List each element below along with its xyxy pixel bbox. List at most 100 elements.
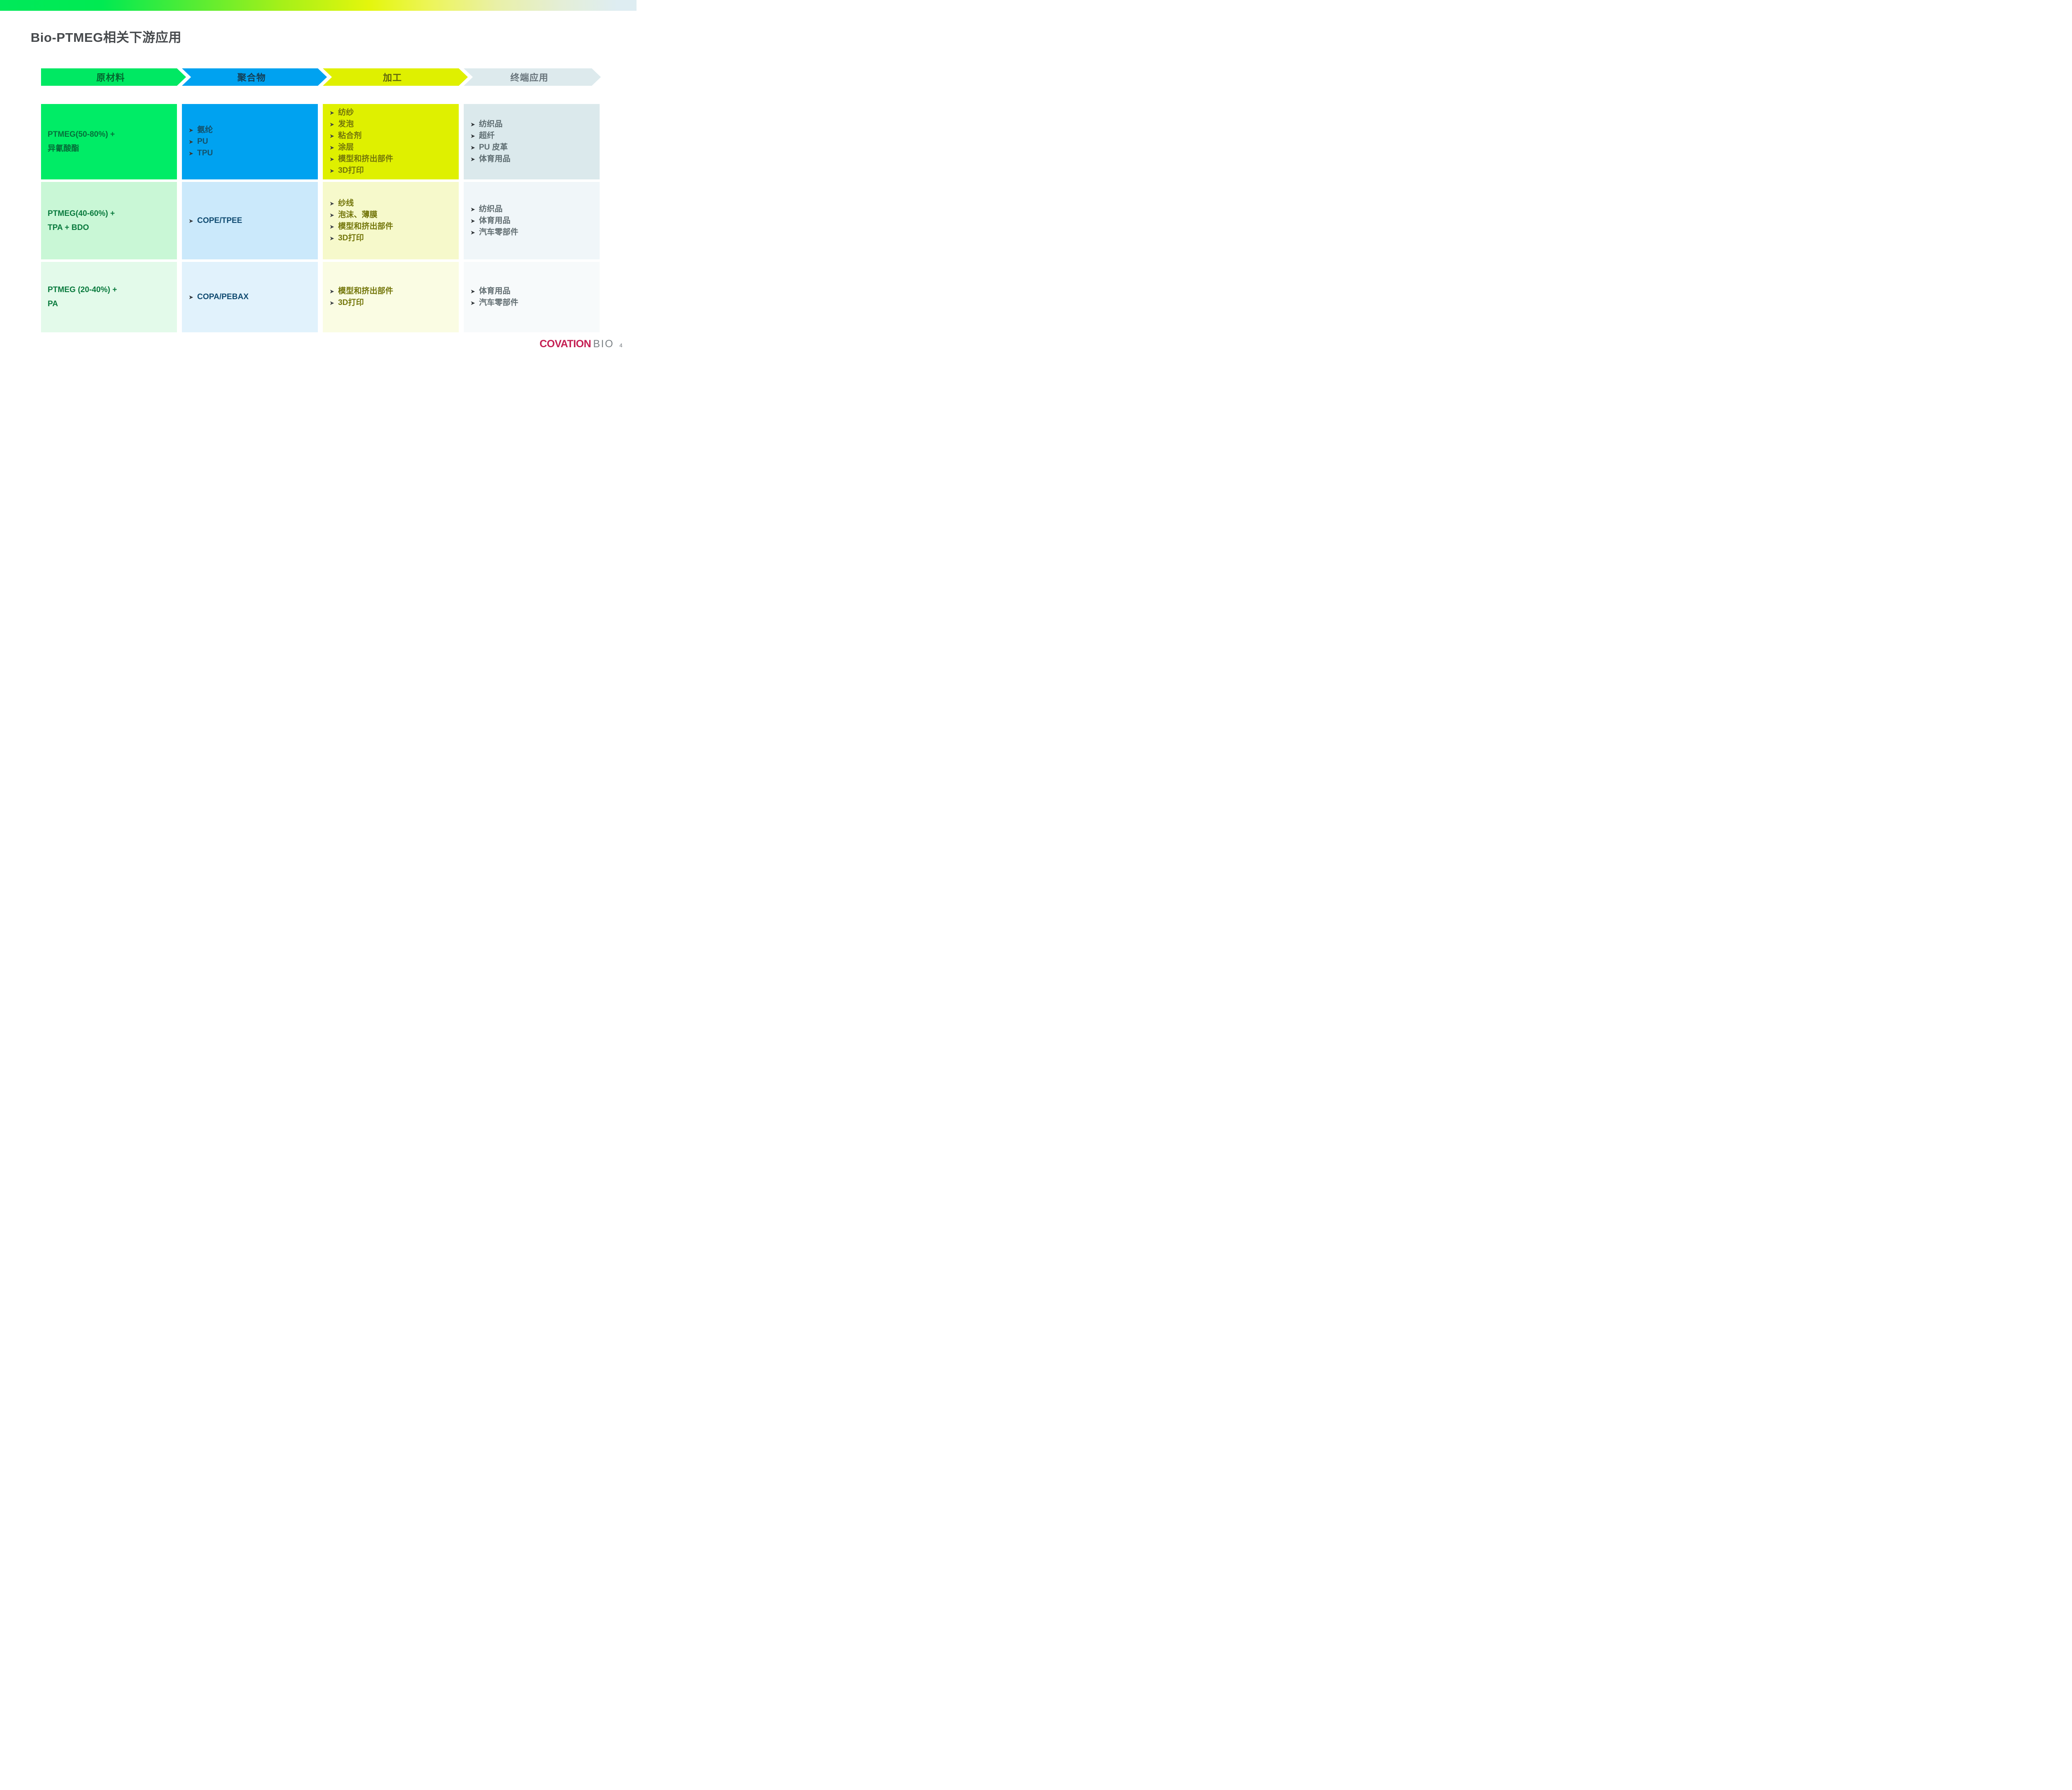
list-item-label: 纺纱 xyxy=(338,108,354,117)
list-item: ➤ 汽车零部件 xyxy=(470,227,595,238)
bullet-arrow-icon: ➤ xyxy=(189,150,194,157)
list-item: ➤ 模型和挤出部件 xyxy=(329,221,454,232)
bullet-arrow-icon: ➤ xyxy=(329,288,334,295)
list-item-label: PU xyxy=(197,137,208,146)
grid-cell-raw-materials-1: PTMEG(50-80%) + 异氰酸酯 xyxy=(41,104,177,179)
list-item: ➤纱线 xyxy=(329,198,454,209)
application-grid: PTMEG(50-80%) + 异氰酸酯 ➤氨纶 ➤PU ➤TPU ➤纺纱 ➤发… xyxy=(41,104,600,332)
list-item-label: 体育用品 xyxy=(479,155,511,163)
bullet-arrow-icon: ➤ xyxy=(189,127,194,133)
bullet-list: ➤COPA/PEBAX xyxy=(189,291,313,303)
list-item-label: 汽车零部件 xyxy=(479,227,518,237)
bullet-list: ➤COPE/TPEE xyxy=(189,215,313,227)
list-item: ➤ 体育用品 xyxy=(470,215,595,227)
list-item: ➤ 体育用品 xyxy=(470,285,595,297)
bullet-list: ➤ 体育用品 ➤ 汽车零部件 xyxy=(470,285,595,309)
list-item: ➤COPA/PEBAX xyxy=(189,291,313,303)
bullet-arrow-icon: ➤ xyxy=(470,288,475,295)
list-item: ➤ 模型和挤出部件 xyxy=(329,285,454,297)
bullet-list: ➤纺纱 ➤ 发泡 ➤粘合剂 ➤ 涂层 ➤ 模型和挤出部件 ➤ 3D打印 xyxy=(329,107,454,177)
list-item: ➤ 体育用品 xyxy=(470,153,595,165)
bullet-arrow-icon: ➤ xyxy=(329,223,334,230)
flow-stage-label: 终端应用 xyxy=(510,73,549,83)
bullet-arrow-icon: ➤ xyxy=(470,156,475,162)
cell-text-line: 异氰酸酯 xyxy=(48,144,80,153)
flow-stage-end-uses: 终端应用 xyxy=(464,68,601,86)
list-item: ➤ 3D打印 xyxy=(329,165,454,177)
cell-text-line: PTMEG(50-80%) + xyxy=(48,130,115,139)
list-item: ➤TPU xyxy=(189,148,313,159)
bullet-arrow-icon: ➤ xyxy=(470,217,475,224)
list-item-label: 3D打印 xyxy=(338,298,364,307)
list-item-label: 模型和挤出部件 xyxy=(338,155,393,163)
flow-stage-label: 加工 xyxy=(382,73,402,83)
grid-cell-polymers-2: ➤COPE/TPEE xyxy=(182,182,318,259)
list-item-label: 体育用品 xyxy=(479,216,511,225)
bullet-arrow-icon: ➤ xyxy=(189,138,194,145)
list-item-label: 泡沫、薄膜 xyxy=(338,210,378,219)
list-item-label: 模型和挤出部件 xyxy=(338,287,393,295)
list-item: ➤ 涂层 xyxy=(329,142,454,153)
bullet-list: ➤ 纺织品 ➤超纤 ➤ PU 皮革 ➤ 体育用品 xyxy=(470,119,595,165)
cell-text-line: PA xyxy=(48,300,58,308)
list-item: ➤ 汽车零部件 xyxy=(470,297,595,309)
list-item-label: 汽车零部件 xyxy=(479,298,518,307)
list-item-label: 体育用品 xyxy=(479,287,511,295)
grid-cell-processing-3: ➤ 模型和挤出部件 ➤ 3D打印 xyxy=(323,262,459,332)
bullet-arrow-icon: ➤ xyxy=(329,167,334,174)
list-item: ➤氨纶 xyxy=(189,124,313,136)
list-item-label: 纺织品 xyxy=(479,204,503,213)
slide: Bio-PTMEG相关下游应用 原材料 聚合物 加工 终端应用 PTMEG(50… xyxy=(0,0,637,358)
flow-stage-label: 原材料 xyxy=(96,73,125,83)
bullet-list: ➤ 纺织品 ➤ 体育用品 ➤ 汽车零部件 xyxy=(470,203,595,238)
list-item: ➤纺纱 xyxy=(329,107,454,119)
bullet-arrow-icon: ➤ xyxy=(470,133,475,139)
bullet-arrow-icon: ➤ xyxy=(329,300,334,306)
grid-cell-end-uses-1: ➤ 纺织品 ➤超纤 ➤ PU 皮革 ➤ 体育用品 xyxy=(464,104,600,179)
grid-cell-end-uses-3: ➤ 体育用品 ➤ 汽车零部件 xyxy=(464,262,600,332)
bullet-arrow-icon: ➤ xyxy=(470,206,475,213)
list-item-label: TPU xyxy=(197,149,213,157)
list-item: ➤粘合剂 xyxy=(329,130,454,142)
bullet-arrow-icon: ➤ xyxy=(470,229,475,236)
bullet-arrow-icon: ➤ xyxy=(329,200,334,207)
list-item: ➤COPE/TPEE xyxy=(189,215,313,227)
list-item-label: 涂层 xyxy=(338,143,354,152)
list-item-label: 发泡 xyxy=(338,120,354,128)
bullet-arrow-icon: ➤ xyxy=(329,144,334,151)
list-item-label: 模型和挤出部件 xyxy=(338,222,393,231)
list-item: ➤泡沫、薄膜 xyxy=(329,209,454,221)
list-item: ➤超纤 xyxy=(470,130,595,142)
flow-stage-raw-materials: 原材料 xyxy=(41,68,186,86)
page-number: 4 xyxy=(619,342,622,348)
list-item: ➤3D打印 xyxy=(329,232,454,244)
list-item: ➤ 模型和挤出部件 xyxy=(329,153,454,165)
bullet-arrow-icon: ➤ xyxy=(329,156,334,162)
flow-stage-label: 聚合物 xyxy=(237,73,266,83)
grid-cell-polymers-1: ➤氨纶 ➤PU ➤TPU xyxy=(182,104,318,179)
bullet-list: ➤氨纶 ➤PU ➤TPU xyxy=(189,124,313,159)
bullet-arrow-icon: ➤ xyxy=(189,294,194,300)
grid-cell-processing-2: ➤纱线 ➤泡沫、薄膜 ➤模型和挤出部件 ➤3D打印 xyxy=(323,182,459,259)
flow-stage-polymers: 聚合物 xyxy=(182,68,327,86)
list-item-label: 氨纶 xyxy=(197,126,213,134)
bullet-arrow-icon: ➤ xyxy=(470,300,475,306)
list-item-label: 纺织品 xyxy=(479,120,503,128)
bullet-arrow-icon: ➤ xyxy=(329,121,334,128)
grid-cell-polymers-3: ➤COPA/PEBAX xyxy=(182,262,318,332)
list-item-label: PU 皮革 xyxy=(479,143,508,152)
logo-bio-text: BIO xyxy=(593,338,614,350)
list-item: ➤ 3D打印 xyxy=(329,297,454,309)
list-item: ➤ 纺织品 xyxy=(470,203,595,215)
bullet-arrow-icon: ➤ xyxy=(470,144,475,151)
grid-cell-end-uses-2: ➤ 纺织品 ➤ 体育用品 ➤ 汽车零部件 xyxy=(464,182,600,259)
list-item: ➤ PU 皮革 xyxy=(470,142,595,153)
grid-cell-processing-1: ➤纺纱 ➤ 发泡 ➤粘合剂 ➤ 涂层 ➤ 模型和挤出部件 ➤ 3D打印 xyxy=(323,104,459,179)
top-gradient-bar xyxy=(0,0,637,11)
list-item-label: 3D打印 xyxy=(338,166,364,175)
cell-text-line: PTMEG(40-60%) + xyxy=(48,209,115,218)
bullet-arrow-icon: ➤ xyxy=(189,217,194,224)
logo-covation-text: COVATION xyxy=(539,338,591,350)
list-item: ➤ 发泡 xyxy=(329,119,454,130)
